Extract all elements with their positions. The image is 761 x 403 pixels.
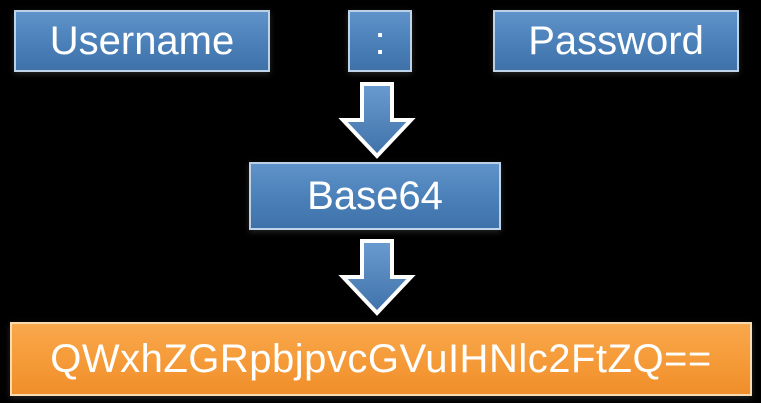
password-box: Password [493, 10, 739, 72]
username-box: Username [14, 10, 270, 72]
base64-box: Base64 [249, 162, 501, 230]
down-arrow-icon [338, 239, 416, 316]
encoded-output-box: QWxhZGRpbjpvcGVuIHNlc2FtZQ== [10, 322, 752, 396]
down-arrow-icon [338, 82, 416, 159]
separator-box: : [348, 10, 412, 72]
